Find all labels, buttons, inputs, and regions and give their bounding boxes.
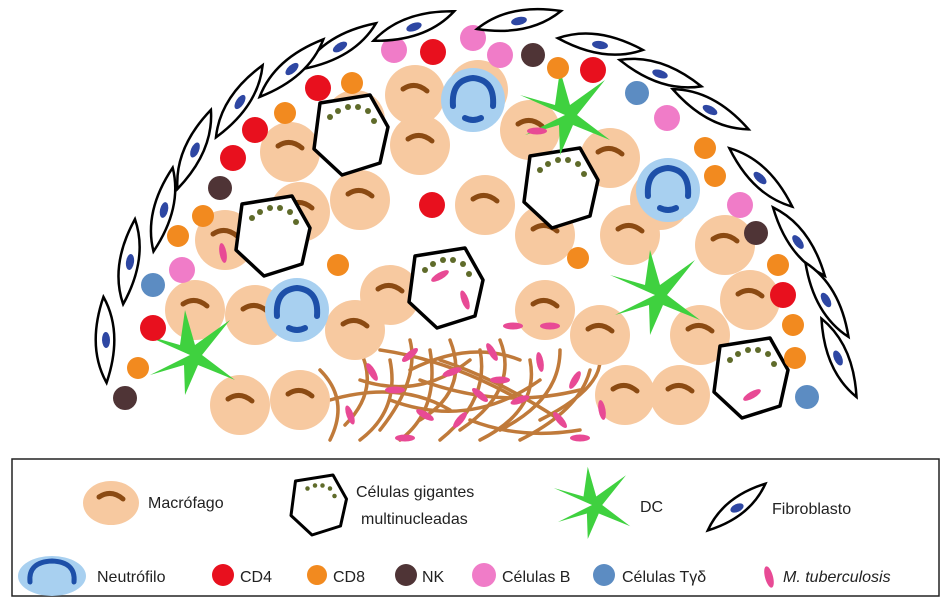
legend-label-fibroblasto: Fibroblasto xyxy=(772,501,851,518)
legend-label-celulas-gigantes-line1: Células gigantes xyxy=(356,484,474,501)
granuloma xyxy=(87,9,858,441)
cd4-icon xyxy=(212,564,234,586)
cd8-icon xyxy=(307,565,327,585)
b-cell-icon xyxy=(472,563,496,587)
legend-label-neutrofilo: Neutrófilo xyxy=(97,569,166,586)
legend-label-cd4: CD4 xyxy=(240,569,272,586)
legend-label-m-tuberculosis: M. tuberculosis xyxy=(783,569,891,586)
legend: Macrófago Células gigantes multinucleada… xyxy=(12,459,939,596)
macrophage-icon xyxy=(83,481,139,525)
legend-label-celulas-b: Células B xyxy=(502,569,570,586)
legend-label-dc: DC xyxy=(640,499,663,516)
legend-label-macrofago: Macrófago xyxy=(148,495,224,512)
legend-label-nk: NK xyxy=(422,569,445,586)
nk-icon xyxy=(395,564,417,586)
legend-label-cd8: CD8 xyxy=(333,569,365,586)
legend-label-celulas-gigantes-line2: multinucleadas xyxy=(361,511,468,528)
tgd-cell-icon xyxy=(593,564,615,586)
neutrophil-icon xyxy=(18,556,86,596)
legend-item-cd8: CD8 xyxy=(307,565,365,586)
legend-label-celulas-tyd: Células Tγδ xyxy=(622,569,706,586)
